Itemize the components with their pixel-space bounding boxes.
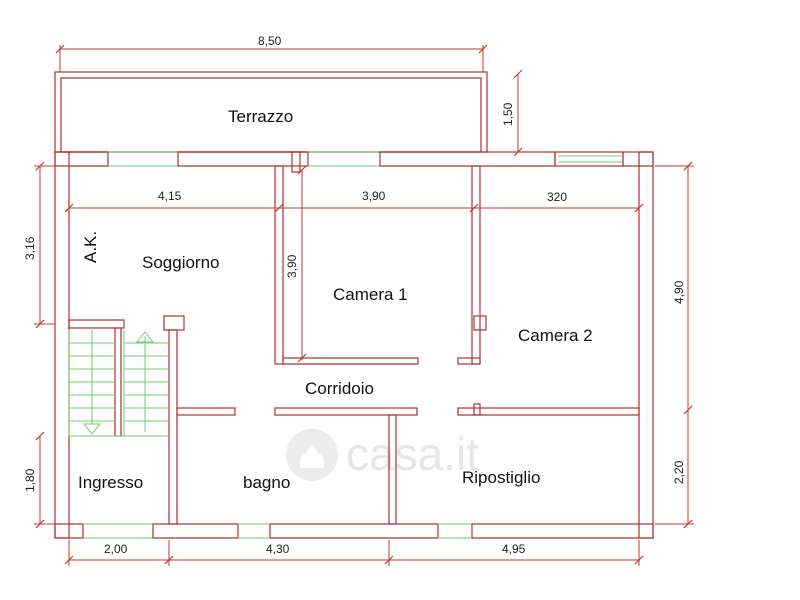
dim-soggiorno-depth: 3,16 bbox=[23, 236, 37, 260]
room-bagno: bagno bbox=[243, 473, 290, 492]
room-terrazzo: Terrazzo bbox=[228, 107, 293, 126]
dim-bottom-2: 4,30 bbox=[266, 542, 290, 556]
watermark-text: casa.it bbox=[346, 428, 479, 480]
dim-terrace-depth: 1,50 bbox=[501, 102, 515, 126]
dim-bottom-1: 2,00 bbox=[104, 542, 128, 556]
dim-camera1-width: 3,90 bbox=[362, 189, 386, 203]
staircase bbox=[68, 330, 169, 437]
room-ripostiglio: Ripostiglio bbox=[462, 468, 540, 487]
interior-walls bbox=[68, 151, 640, 525]
dim-soggiorno-width: 4,15 bbox=[158, 189, 182, 203]
dim-right-upper: 4,90 bbox=[672, 280, 686, 304]
dim-left-lower: 1,80 bbox=[23, 468, 37, 492]
stair-down-arrow-icon bbox=[82, 423, 102, 435]
room-corridoio: Corridoio bbox=[305, 379, 374, 398]
stair-up-arrow-icon bbox=[135, 331, 155, 343]
room-labels: Terrazzo A.K. Soggiorno Camera 1 Camera … bbox=[78, 107, 593, 492]
dim-terrace-width: 8,50 bbox=[258, 34, 282, 48]
room-camera1: Camera 1 bbox=[333, 285, 408, 304]
room-ak: A.K. bbox=[81, 231, 100, 263]
room-ingresso: Ingresso bbox=[78, 473, 143, 492]
dim-bottom-3: 4,95 bbox=[502, 542, 526, 556]
room-camera2: Camera 2 bbox=[518, 326, 593, 345]
dimension-lines bbox=[34, 44, 694, 566]
watermark: casa.it bbox=[286, 428, 479, 481]
dim-right-lower: 2,20 bbox=[672, 460, 686, 484]
dimension-labels: 8,50 1,50 4,15 3,90 320 3,16 3,90 4,90 2… bbox=[23, 34, 686, 556]
dim-camera2-width: 320 bbox=[547, 190, 567, 204]
dim-camera1-depth: 3,90 bbox=[285, 254, 299, 278]
room-soggiorno: Soggiorno bbox=[142, 253, 220, 272]
